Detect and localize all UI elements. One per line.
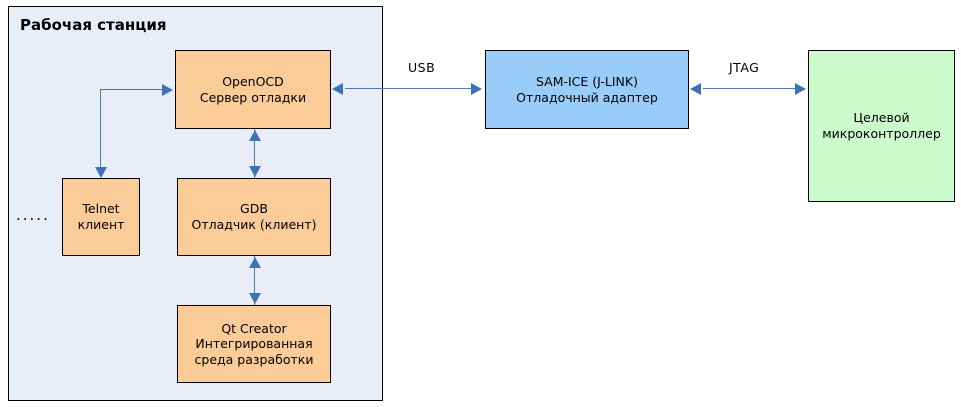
workstation-label: Рабочая станция — [20, 16, 167, 34]
node-gdb-line-2: Отладчик (клиент) — [191, 217, 317, 232]
node-openocd[interactable]: OpenOCD Сервер отладки — [175, 50, 331, 129]
connector-jtag-label: JTAG — [729, 60, 760, 75]
connector-jtag-line — [703, 88, 795, 89]
connector-gdb-qtcreator-arrow-down — [249, 293, 261, 304]
connector-openocd-telnet-h — [100, 89, 162, 90]
node-gdb-debugger[interactable]: GDB Отладчик (клиент) — [177, 178, 331, 256]
node-qtcreator-line-3: среда разработки — [194, 351, 314, 367]
connector-usb-line — [345, 88, 471, 89]
node-sam-ice-adapter[interactable]: SAM-ICE (J-LINK) Отладочный адаптер — [485, 50, 689, 129]
node-telnet-line-1: Telnet — [82, 201, 120, 217]
connector-openocd-gdb-arrow-down — [249, 166, 261, 177]
node-mcu-line-2: микроконтроллер — [822, 126, 941, 141]
node-telnet-line-2: клиент — [77, 217, 125, 232]
connector-openocd-gdb-line — [254, 129, 255, 178]
connector-openocd-telnet-arrow-right — [162, 84, 173, 96]
node-mcu-line-1: Целевой — [853, 110, 910, 126]
connector-usb-arrow-right — [471, 83, 482, 95]
node-samice-line-2: Отладочный адаптер — [516, 89, 658, 105]
node-openocd-line-1: OpenOCD — [222, 73, 284, 89]
connector-jtag-arrow-left — [690, 83, 701, 95]
node-qtcreator-line-2: Интегрированная — [195, 336, 313, 352]
ellipsis-marker: ..... — [16, 206, 50, 224]
connector-openocd-gdb-arrow-up — [249, 130, 261, 141]
node-telnet-client[interactable]: Telnet клиент — [62, 178, 140, 256]
connector-openocd-telnet-arrow-down — [95, 167, 107, 178]
connector-usb-label: USB — [408, 60, 436, 75]
node-samice-line-1: SAM-ICE (J-LINK) — [535, 73, 638, 89]
node-gdb-line-1: GDB — [240, 201, 268, 217]
connector-gdb-qtcreator-arrow-up — [249, 257, 261, 268]
connector-usb-arrow-left — [332, 83, 343, 95]
node-qtcreator-line-1: Qt Creator — [221, 320, 287, 336]
connector-openocd-telnet-v — [100, 89, 101, 167]
connector-jtag-arrow-right — [795, 83, 806, 95]
node-target-microcontroller[interactable]: Целевой микроконтроллер — [808, 50, 955, 202]
node-openocd-line-2: Сервер отладки — [199, 89, 307, 105]
node-qt-creator[interactable]: Qt Creator Интегрированная среда разрабо… — [177, 305, 331, 383]
connector-gdb-qtcreator-line — [254, 256, 255, 305]
